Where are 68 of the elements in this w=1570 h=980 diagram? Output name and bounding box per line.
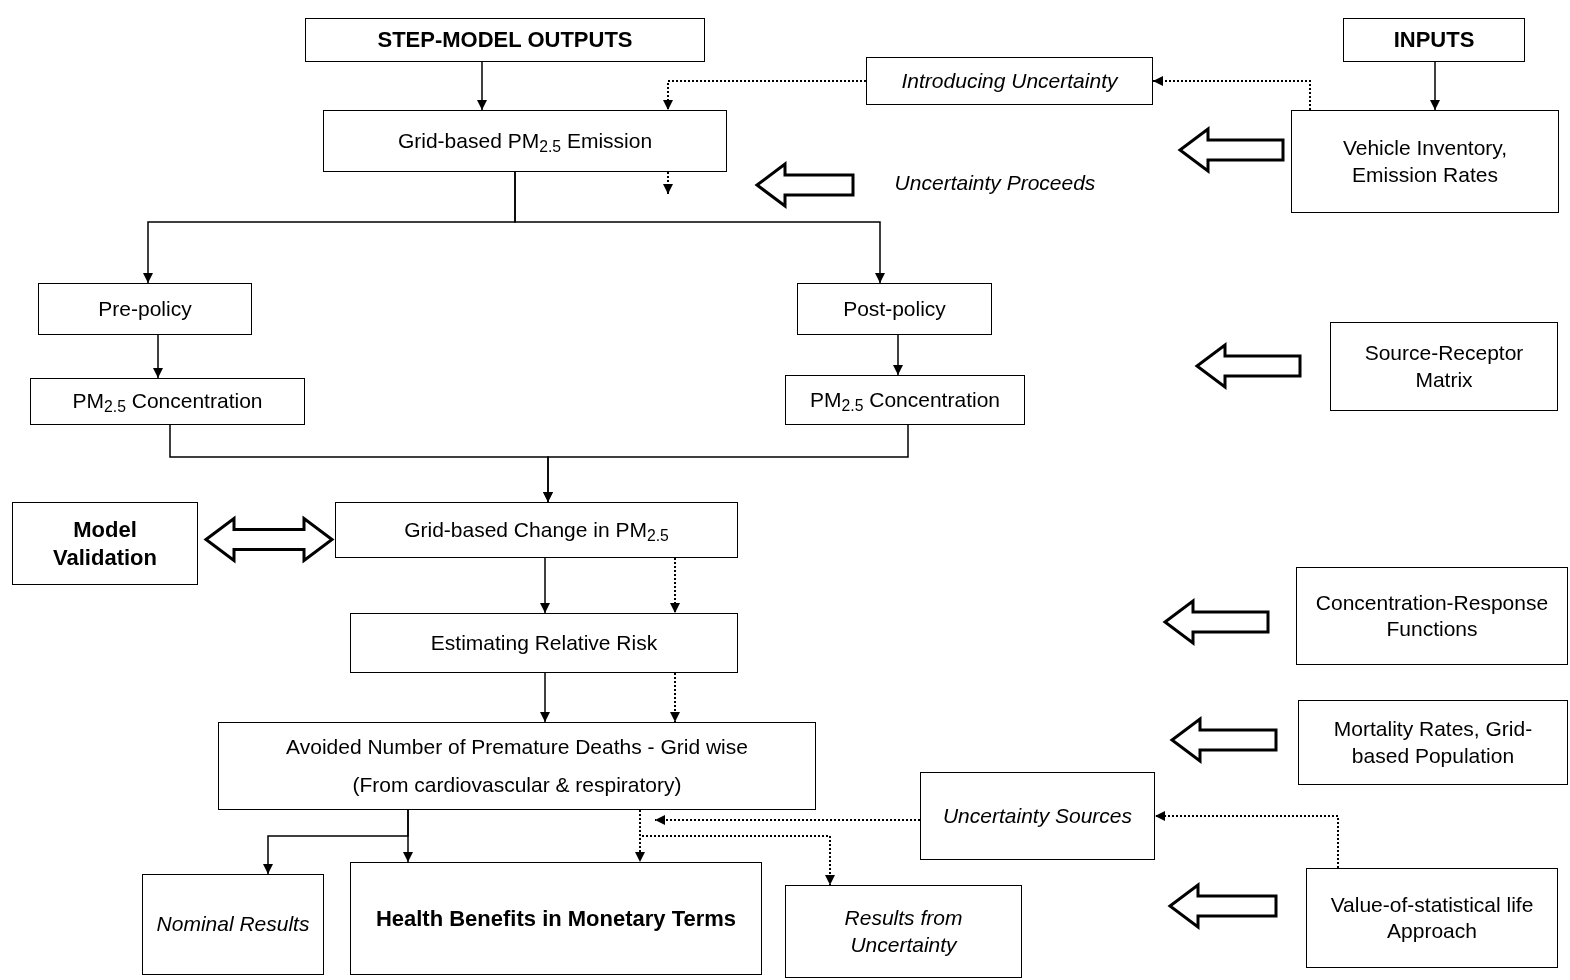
process-box (1343, 18, 1525, 62)
box-text: Introducing Uncertainty (901, 67, 1118, 94)
dotted-arrow (1152, 76, 1311, 111)
dotted-arrow (663, 171, 673, 195)
process-box (335, 502, 738, 558)
arrow (893, 334, 903, 376)
box-text: Uncertainty Sources (942, 802, 1133, 829)
block-arrow (1162, 598, 1270, 646)
box-text: Estimating Relative Risk (430, 629, 658, 656)
process-box (797, 283, 992, 335)
process-box (350, 862, 762, 975)
box-text: Grid-based Change in PM$_{2.5}$ (404, 516, 669, 544)
dotted-arrow (1154, 811, 1339, 869)
box-text: Avoided Number of Premature Deaths - Grid wise (286, 733, 748, 760)
box-text: Health Benefits in Monetary Terms (375, 904, 737, 933)
process-box (1330, 322, 1558, 411)
box-text: Pre-policy (98, 295, 192, 322)
block-arrow (1177, 126, 1285, 174)
process-box (920, 772, 1155, 860)
dotted-arrow (670, 672, 680, 723)
process-box (323, 110, 727, 172)
box-text: Post-policy (843, 295, 946, 322)
process-box (785, 375, 1025, 425)
process-box (142, 874, 324, 975)
box-text: STEP-MODEL OUTPUTS (377, 26, 633, 54)
process-box (305, 18, 705, 62)
process-box (1298, 700, 1568, 785)
box-text: Value-of-statistical life Approach (1329, 891, 1535, 944)
box-text: PM$_{2.5}$ Concentration (72, 388, 263, 415)
dotted-arrow (663, 80, 867, 111)
box-text: INPUTS (1393, 26, 1475, 54)
dotted-arrow (654, 815, 921, 825)
box-text: Grid-based PM$_{2.5}$ Emission (397, 127, 653, 155)
annotation-text: Uncertainty Proceeds (894, 169, 1096, 196)
process-box (785, 885, 1022, 978)
process-box (38, 283, 252, 335)
dotted-arrow (639, 809, 835, 886)
arrow (514, 171, 885, 284)
block-arrow (1194, 342, 1302, 390)
block-arrow (754, 161, 855, 209)
arrow (540, 557, 550, 614)
box-text: PM$_{2.5}$ Concentration (810, 386, 1000, 414)
box-text: Nominal Results (156, 911, 310, 938)
box-text: (From cardiovascular & respiratory) (352, 772, 682, 798)
block-arrow (203, 515, 335, 564)
box-text: Results from Uncertainty (843, 905, 964, 958)
arrow (403, 809, 413, 863)
box-text: Source-Receptor Matrix (1363, 340, 1525, 393)
arrow (1430, 61, 1440, 111)
process-box (218, 722, 816, 810)
process-box (1296, 567, 1568, 665)
dotted-arrow (670, 557, 680, 614)
process-box (1306, 868, 1558, 968)
box-text: Vehicle Inventory, Emission Rates (1341, 135, 1509, 188)
arrow (153, 334, 163, 379)
box-text: Concentration-Response Functions (1314, 589, 1550, 642)
arrow (540, 672, 550, 723)
block-arrow (1167, 882, 1278, 930)
process-box (12, 502, 198, 585)
arrow (477, 61, 487, 111)
process-box (1291, 110, 1559, 213)
process-box (866, 57, 1153, 105)
process-box (30, 378, 305, 425)
block-arrow (1169, 716, 1278, 764)
box-text: Mortality Rates, Grid-based Population (1332, 716, 1534, 769)
process-box (350, 613, 738, 673)
box-text: Model Validation (52, 516, 158, 571)
arrow (543, 424, 909, 503)
